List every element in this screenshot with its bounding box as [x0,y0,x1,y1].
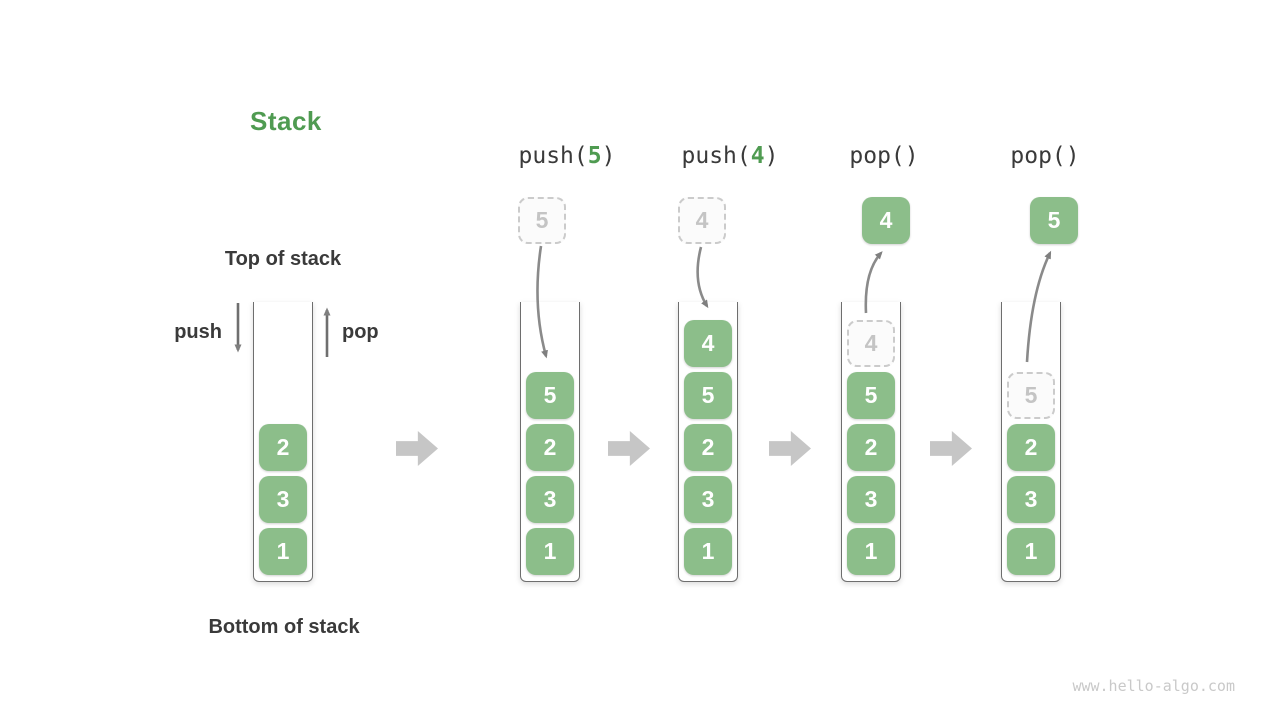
stage-transition-arrow-icon [769,431,811,466]
stage-transition-arrow-icon [930,431,972,466]
stack-item: 3 [1007,476,1055,523]
operation-label-pop-2: pop() [1010,143,1079,169]
stack-item: 4 [684,320,732,367]
stack-item: 3 [526,476,574,523]
push-4-flow-arrow-icon [696,246,709,309]
stack-item: 1 [1007,528,1055,575]
stack-item: 5 [526,372,574,419]
stack-item: 1 [259,528,307,575]
incoming-element-ghost: 4 [678,197,726,244]
op-prefix: pop() [1010,143,1080,169]
op-argument: 4 [750,143,765,169]
top-of-stack-label: Top of stack [224,248,342,270]
removed-element-ghost: 5 [1007,372,1055,419]
op-suffix: ) [764,143,779,169]
op-argument: 5 [587,143,602,169]
stack-item: 5 [847,372,895,419]
pop-label: pop [342,321,379,343]
incoming-element-ghost: 5 [518,197,566,244]
op-prefix: push( [681,143,751,169]
popped-element: 5 [1030,197,1078,244]
op-suffix: ) [601,143,616,169]
stack-item: 5 [684,372,732,419]
op-prefix: pop() [849,143,919,169]
stack-item: 3 [259,476,307,523]
operation-label-push-5: push(5) [519,143,616,169]
stack-item: 2 [684,424,732,471]
push-label: push [174,321,222,343]
site-watermark: www.hello-algo.com [1072,677,1235,695]
stack-item: 2 [847,424,895,471]
stack-item: 1 [684,528,732,575]
operation-label-pop-1: pop() [849,143,918,169]
stage-transition-arrow-icon [396,431,438,466]
diagram-title: Stack [250,106,322,136]
stack-item: 3 [847,476,895,523]
stack-item: 2 [259,424,307,471]
op-prefix: push( [518,143,588,169]
removed-element-ghost: 4 [847,320,895,367]
popped-element: 4 [862,197,910,244]
stack-item: 1 [847,528,895,575]
stack-item: 3 [684,476,732,523]
stack-item: 2 [526,424,574,471]
bottom-of-stack-label: Bottom of stack [208,616,360,638]
operation-label-push-4: push(4) [682,143,779,169]
stack-item: 2 [1007,424,1055,471]
stage-transition-arrow-icon [608,431,650,466]
stack-item: 1 [526,528,574,575]
